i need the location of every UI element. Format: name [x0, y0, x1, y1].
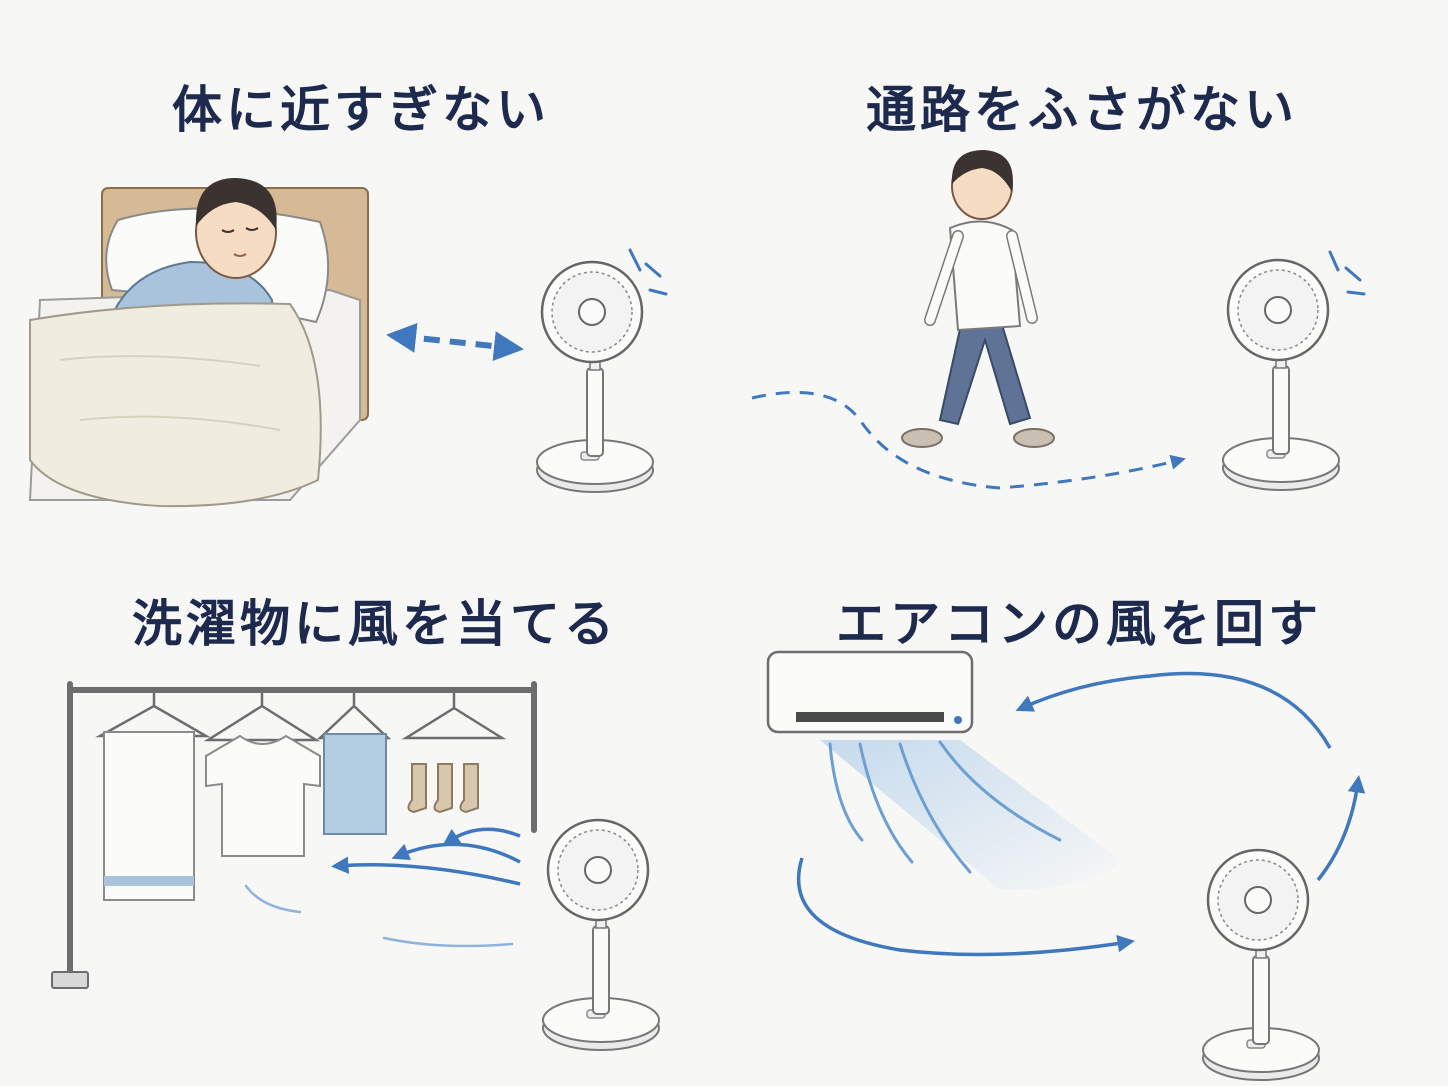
panel-title-not-too-close: 体に近すぎない	[172, 81, 550, 139]
fan-panel2	[1221, 258, 1341, 492]
fan-motion-lines-2	[1328, 250, 1366, 296]
blanket	[29, 302, 322, 508]
fan-motion-lines	[628, 248, 668, 296]
distance-arrow	[386, 322, 524, 362]
panel3-illustration	[51, 681, 661, 1052]
floor-air-arrow	[796, 857, 1135, 957]
wind-arrows-laundry	[331, 827, 521, 886]
wind-lines-laundry	[244, 884, 514, 948]
return-air-arrow	[1015, 671, 1332, 749]
walking-person	[901, 150, 1055, 448]
panel-title-laundry: 洗濯物に風を当てる	[132, 595, 618, 653]
towel-white	[95, 692, 211, 901]
panel4-illustration	[766, 650, 1366, 1082]
fan-panel3	[541, 818, 661, 1052]
socks-hanger	[401, 692, 507, 814]
panel-title-dont-block-path: 通路をふさがない	[866, 81, 1298, 139]
t-shirt	[203, 692, 321, 857]
cool-air-lines	[828, 740, 1062, 874]
air-conditioner	[766, 650, 974, 734]
panel-title-aircon-circulation: エアコンの風を回す	[836, 595, 1322, 653]
fan-panel1	[535, 260, 655, 494]
walking-path-arrow	[751, 390, 1186, 490]
fan-panel4	[1201, 848, 1321, 1082]
panel2-illustration	[751, 150, 1366, 492]
towel-blue	[316, 692, 392, 835]
upward-air-arrow	[1316, 775, 1366, 882]
drying-rack	[67, 681, 537, 983]
panel1-illustration	[28, 178, 668, 508]
cool-air-stream	[820, 740, 1120, 890]
rack-base	[51, 971, 89, 989]
